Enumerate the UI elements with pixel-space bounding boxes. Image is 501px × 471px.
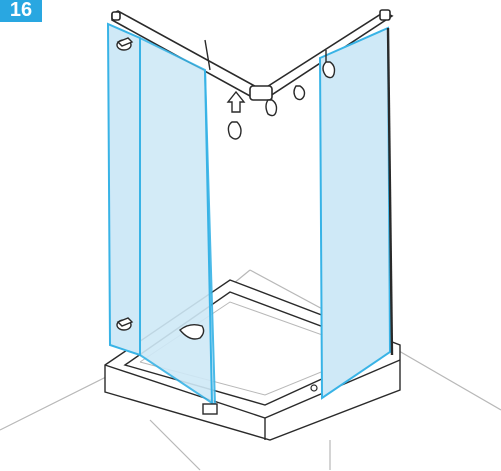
right-glass-panel xyxy=(318,26,394,400)
step-badge: 16 xyxy=(0,0,42,22)
panel-screw xyxy=(310,384,318,392)
door-handle-icon xyxy=(179,323,205,340)
glass-clamp-icon xyxy=(227,50,336,140)
bottom-pivot-block xyxy=(202,403,218,415)
door-glass-panel xyxy=(139,36,217,407)
hinge-icon xyxy=(116,37,134,331)
up-arrow-icon xyxy=(226,90,246,113)
corner-post xyxy=(204,39,211,71)
step-number: 16 xyxy=(9,0,33,21)
left-glass-panel xyxy=(106,22,141,357)
